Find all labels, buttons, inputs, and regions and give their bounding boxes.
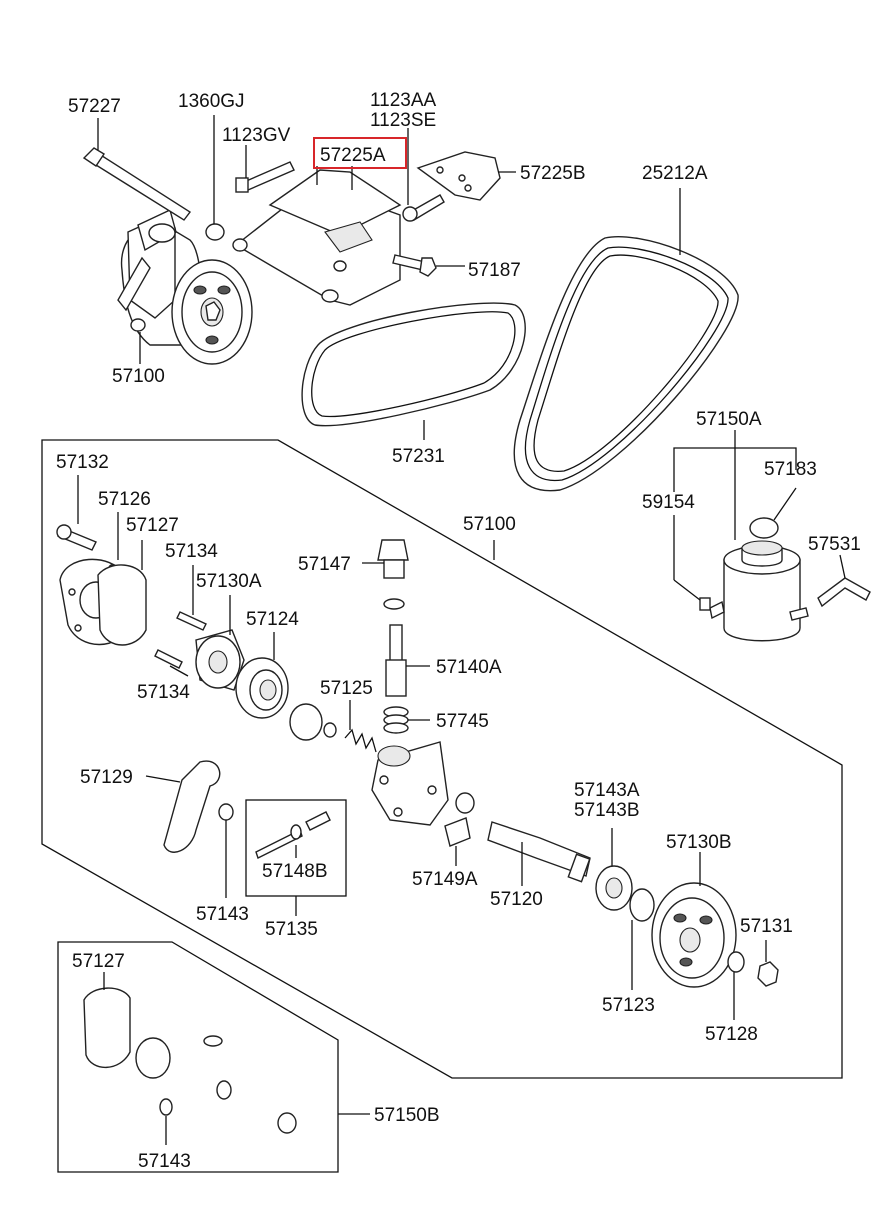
shaft-57120-illustration bbox=[487, 821, 591, 883]
label-57150A: 57150A bbox=[696, 409, 762, 430]
label-57187: 57187 bbox=[468, 260, 521, 281]
pump-kit-outline bbox=[41, 439, 843, 1079]
seal-kit-outline bbox=[57, 941, 339, 1173]
label-57120: 57120 bbox=[490, 889, 543, 910]
washer-57143-kit-illustration bbox=[159, 1098, 173, 1116]
valve-57148b-illustration bbox=[255, 811, 331, 859]
belt-57231-illustration bbox=[301, 302, 526, 427]
label-57127-a: 57127 bbox=[126, 515, 179, 536]
label-57127-b: 57127 bbox=[72, 951, 125, 972]
gasket-57127-illustration bbox=[97, 564, 147, 646]
valve-57140a-illustration bbox=[385, 624, 407, 697]
label-57126: 57126 bbox=[98, 489, 151, 510]
label-57135: 57135 bbox=[265, 919, 318, 940]
label-57143-a: 57143 bbox=[196, 904, 249, 925]
pump-assembly-illustration bbox=[117, 209, 253, 365]
bolt-57132-illustration bbox=[56, 524, 97, 551]
fitting-57147-illustration bbox=[377, 539, 409, 579]
bolt-1123gv-illustration bbox=[235, 161, 295, 193]
label-57225B: 57225B bbox=[520, 163, 586, 184]
label-57148B: 57148B bbox=[262, 861, 328, 882]
washer-57128-illustration bbox=[727, 951, 745, 973]
label-57130B: 57130B bbox=[666, 832, 732, 853]
label-57128: 57128 bbox=[705, 1024, 758, 1045]
o-ring-kit-illustration bbox=[135, 1037, 171, 1079]
seal-ring-illustration bbox=[383, 598, 405, 610]
rotor-57130a-illustration bbox=[195, 629, 245, 691]
label-57745: 57745 bbox=[436, 711, 489, 732]
label-57129: 57129 bbox=[80, 767, 133, 788]
o-ring-57125-illustration bbox=[289, 703, 323, 741]
label-57134-a: 57134 bbox=[165, 541, 218, 562]
part-labels: 57227 1360GJ 1123GV 1123AA 1123SE 57225A… bbox=[56, 90, 861, 1172]
pump-housing-illustration bbox=[371, 741, 449, 826]
belt-25212a-illustration bbox=[513, 236, 739, 492]
label-57130A: 57130A bbox=[196, 571, 262, 592]
bolt-57187-illustration bbox=[392, 254, 437, 277]
label-57231: 57231 bbox=[392, 446, 445, 467]
seal-kit-bush-illustration bbox=[277, 1112, 297, 1134]
label-57149A: 57149A bbox=[412, 869, 478, 890]
label-57531: 57531 bbox=[808, 534, 861, 555]
label-57225A: 57225A bbox=[320, 145, 386, 166]
cam-ring-57124-illustration bbox=[235, 657, 289, 719]
label-57143B: 57143B bbox=[574, 800, 640, 821]
label-1360GJ: 1360GJ bbox=[178, 91, 245, 112]
plate-57225b-illustration bbox=[416, 151, 501, 201]
snap-ring-57123-illustration bbox=[629, 888, 655, 922]
label-57131: 57131 bbox=[740, 916, 793, 937]
nut-57131-illustration bbox=[757, 961, 779, 987]
spring-57745-illustration bbox=[383, 706, 409, 734]
bolt-1123aa-illustration bbox=[402, 194, 445, 222]
label-59154: 59154 bbox=[642, 492, 695, 513]
label-57147: 57147 bbox=[298, 554, 351, 575]
label-57100-kit: 57100 bbox=[463, 514, 516, 535]
label-25212A: 25212A bbox=[642, 163, 708, 184]
label-57123: 57123 bbox=[602, 995, 655, 1016]
label-57140A: 57140A bbox=[436, 657, 502, 678]
label-57183: 57183 bbox=[764, 459, 817, 480]
label-57143A: 57143A bbox=[574, 780, 640, 801]
label-57150B: 57150B bbox=[374, 1105, 440, 1126]
reservoir-57150a-illustration bbox=[699, 517, 809, 642]
hose-57531-illustration bbox=[817, 577, 871, 608]
bearing-57143a-illustration bbox=[595, 865, 633, 911]
spring-illustration bbox=[344, 728, 377, 753]
pin-57134-a-illustration bbox=[176, 611, 207, 631]
label-57100-top: 57100 bbox=[112, 366, 165, 387]
small-o-ring-illustration bbox=[323, 722, 337, 738]
highlight-box-57225a bbox=[313, 137, 407, 169]
bolt-57227-illustration bbox=[82, 147, 192, 221]
leader-lines bbox=[77, 115, 846, 1145]
bracket-57129-illustration bbox=[163, 760, 221, 853]
seal-kit-ring-a-illustration bbox=[203, 1035, 223, 1047]
label-57125: 57125 bbox=[320, 678, 373, 699]
label-57134-b: 57134 bbox=[137, 682, 190, 703]
pin-57134-b-illustration bbox=[154, 649, 183, 669]
label-57227: 57227 bbox=[68, 96, 121, 117]
bracket-57225a-illustration bbox=[232, 169, 402, 306]
label-1123GV: 1123GV bbox=[222, 125, 291, 146]
washer-1360gj-illustration bbox=[205, 223, 225, 241]
label-57132: 57132 bbox=[56, 452, 109, 473]
label-1123AA: 1123AA bbox=[370, 90, 437, 111]
label-57143-b: 57143 bbox=[138, 1151, 191, 1172]
label-57124: 57124 bbox=[246, 609, 299, 630]
washer-57143-illustration bbox=[218, 803, 234, 821]
label-1123SE: 1123SE bbox=[370, 110, 436, 131]
seal-kit-ring-b-illustration bbox=[216, 1080, 232, 1100]
gasket-57127-kit-illustration bbox=[83, 987, 131, 1069]
pulley-57130b-illustration bbox=[651, 882, 737, 988]
bushing-57149a-illustration bbox=[444, 792, 475, 847]
